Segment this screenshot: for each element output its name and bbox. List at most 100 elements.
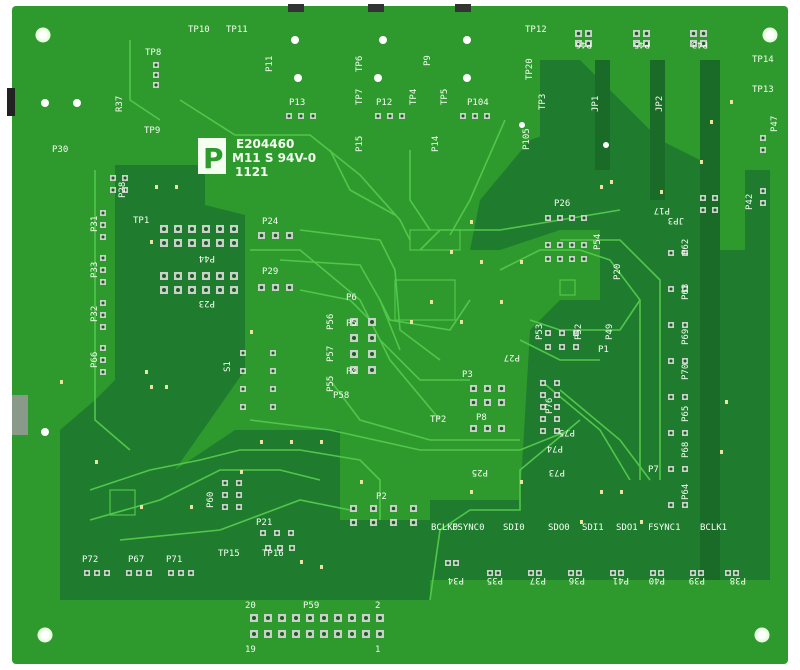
usb-connector <box>12 395 28 435</box>
pad-hole <box>308 616 312 620</box>
silk-label-p37: P37 <box>530 575 546 585</box>
pads-p42 <box>760 188 766 206</box>
pad-hole <box>271 369 275 373</box>
pad-hole <box>123 188 127 192</box>
date-code: 1121 <box>235 165 268 179</box>
logo-letter: P <box>203 142 224 175</box>
via <box>250 330 253 334</box>
silk-label-p24: P24 <box>262 217 278 227</box>
pad-hole <box>252 632 256 636</box>
silk-label-r37: R37 <box>115 96 125 112</box>
pad-hole <box>364 616 368 620</box>
pad-hole <box>351 506 356 511</box>
pad-hole <box>176 288 180 292</box>
pad-hole <box>280 616 284 620</box>
silk-label-p23: P23 <box>199 298 215 308</box>
pad-hole <box>204 274 208 278</box>
pad-hole <box>352 336 356 340</box>
silk-label-sdo0: SDO0 <box>548 523 570 533</box>
pad-hole <box>634 41 639 46</box>
silk-label-p52: P52 <box>574 324 584 340</box>
pads-s1 <box>240 350 276 410</box>
via <box>190 505 193 509</box>
pad-hole <box>558 216 562 220</box>
via <box>620 490 623 494</box>
pad-hole <box>485 114 489 118</box>
pad-hole <box>371 506 376 511</box>
pad-hole <box>726 571 730 575</box>
ground-plane-strip <box>700 60 720 580</box>
silk-label-tp12: TP12 <box>525 25 547 35</box>
pad-hole <box>669 467 673 471</box>
via <box>730 100 733 104</box>
silk-label-p35: P35 <box>487 575 503 585</box>
silk-label-p57: P57 <box>326 346 336 362</box>
silk-label-tp4: TP4 <box>409 89 419 105</box>
pads-p54 <box>545 242 587 262</box>
pads-p21 <box>260 530 294 536</box>
pads-p2 <box>350 505 417 526</box>
pad-hole <box>308 632 312 636</box>
pad-hole <box>204 288 208 292</box>
silk-label-p45: P45 <box>634 39 650 49</box>
pad-hole <box>701 196 705 200</box>
pad-hole <box>582 216 586 220</box>
silk-label-p73: P73 <box>549 467 565 477</box>
pad-hole <box>237 505 241 509</box>
pad-hole <box>471 400 476 405</box>
via <box>470 220 473 224</box>
ground-plane-top <box>470 130 660 250</box>
ground-plane-right <box>430 60 770 580</box>
pads-p72 <box>84 570 110 576</box>
silk-label-p56: P56 <box>326 314 336 330</box>
pads-p3 <box>470 385 505 406</box>
silk-label-p60: P60 <box>206 492 216 508</box>
pad-hole <box>570 257 574 261</box>
pad-hole <box>683 287 687 291</box>
via <box>140 505 143 509</box>
pad-hole <box>111 176 115 180</box>
pads-tp16 <box>265 545 295 551</box>
pad-hole <box>473 114 477 118</box>
pad-hole <box>223 481 227 485</box>
via <box>520 480 523 484</box>
pad-hole <box>634 31 639 36</box>
silk-label-p104: P104 <box>467 98 489 108</box>
silk-label-p68: P68 <box>681 442 691 458</box>
silk-label-p1: P1 <box>598 345 609 355</box>
pad-hole <box>352 368 356 372</box>
pad-hole <box>241 369 245 373</box>
pad-hole <box>287 233 292 238</box>
pad-hole <box>761 201 765 205</box>
via <box>580 520 583 524</box>
pad-hole <box>529 571 533 575</box>
via <box>320 565 323 569</box>
pad-hole <box>95 571 99 575</box>
ground-plane-strip2 <box>650 60 665 200</box>
pad-hole <box>701 31 706 36</box>
silk-label-n20: 20 <box>245 601 256 611</box>
misc-holes <box>41 36 609 436</box>
silk-label-jp1: JP1 <box>591 96 601 112</box>
pad-hole <box>376 114 380 118</box>
pads-p8 <box>470 425 505 432</box>
pads-p26 <box>545 215 587 221</box>
silk-label-p75: P75 <box>559 427 575 437</box>
material-code: M11 S 94V-0 <box>232 151 316 165</box>
pad-hole <box>446 561 450 565</box>
silk-label-p20: P20 <box>613 264 623 280</box>
pad-hole <box>179 571 183 575</box>
pad-hole <box>101 223 105 227</box>
silk-label-jp2: JP2 <box>655 96 665 112</box>
pad-hole <box>190 274 194 278</box>
pad-hole <box>101 346 105 350</box>
silk-label-tp11: TP11 <box>226 25 248 35</box>
pad-hole <box>761 189 765 193</box>
silk-label-p33: P33 <box>90 262 100 278</box>
pad-hole <box>371 520 376 525</box>
pad-hole <box>576 41 581 46</box>
via <box>725 400 728 404</box>
via <box>320 440 323 444</box>
pad-hole <box>273 285 278 290</box>
